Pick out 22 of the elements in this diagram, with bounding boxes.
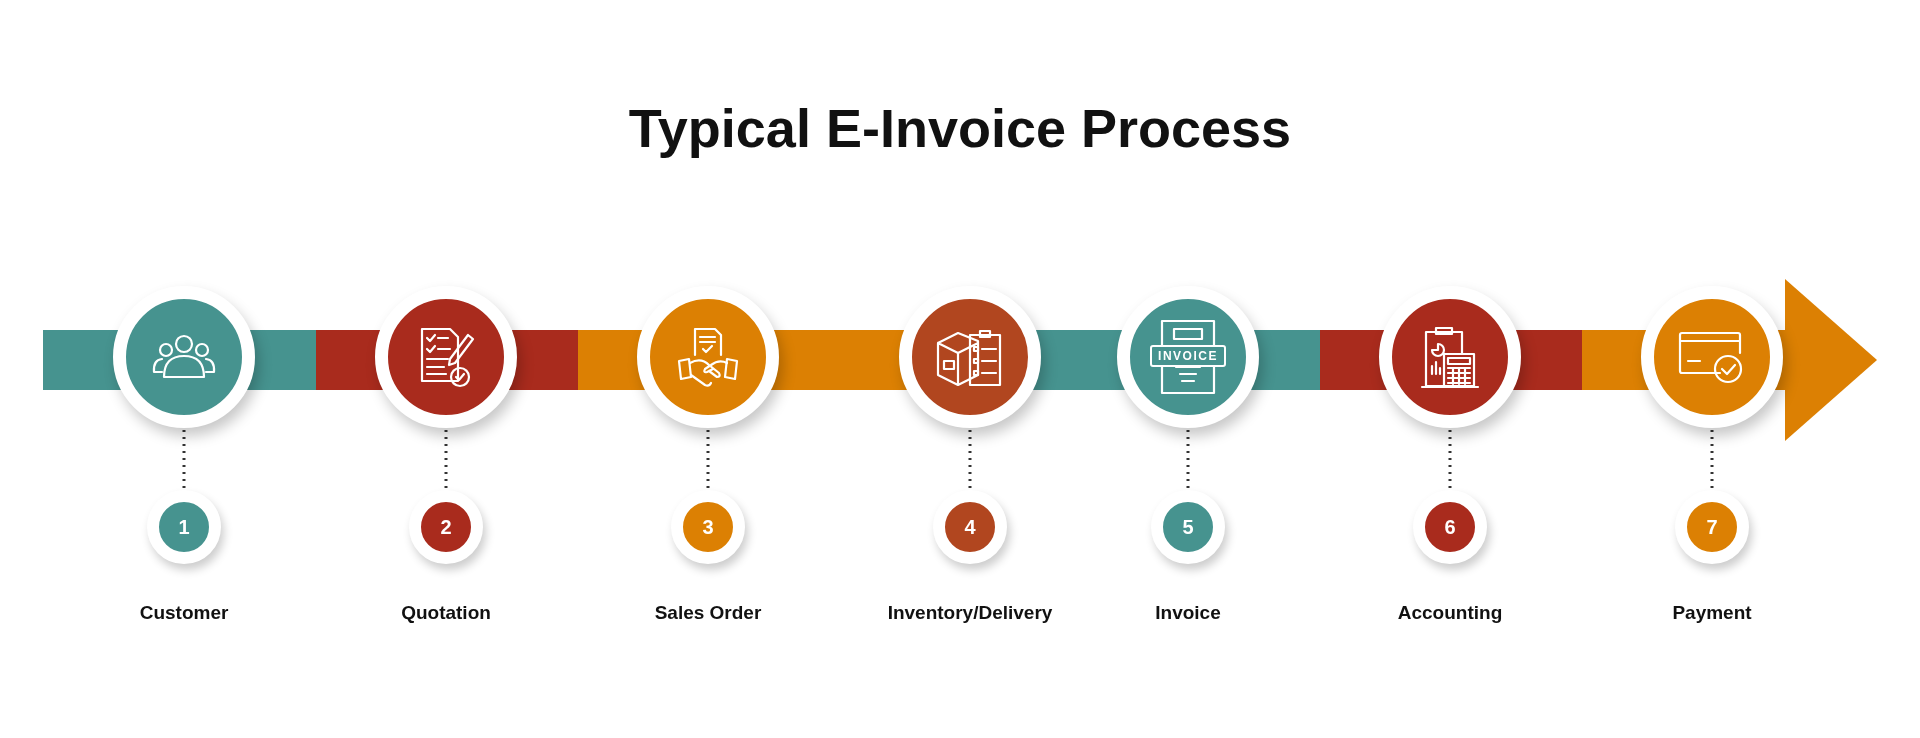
title: Typical E-Invoice Process	[628, 97, 1292, 160]
step-number: 5	[1182, 515, 1194, 539]
step-number: 6	[1444, 515, 1456, 539]
step-label: Payment	[1671, 602, 1753, 624]
dotted-connector	[1448, 430, 1452, 488]
step-number: 7	[1706, 515, 1718, 539]
dotted-connector	[706, 430, 710, 488]
step-number: 4	[964, 515, 976, 539]
step-label: Customer	[138, 602, 230, 624]
icon-text: INVOICE	[1150, 345, 1226, 367]
step-number: 3	[702, 515, 714, 539]
dotted-connector	[444, 430, 448, 488]
step-label: Inventory/Delivery	[886, 602, 1054, 624]
step-number: 2	[440, 515, 452, 539]
dotted-connector	[1186, 430, 1190, 488]
step-label: Accounting	[1396, 602, 1504, 624]
dotted-connector	[968, 430, 972, 488]
dotted-connector	[182, 430, 186, 488]
step-number: 1	[178, 515, 190, 539]
step-label: Quotation	[400, 602, 492, 624]
step-label: Sales Order	[653, 602, 763, 624]
dotted-connector	[1710, 430, 1714, 488]
